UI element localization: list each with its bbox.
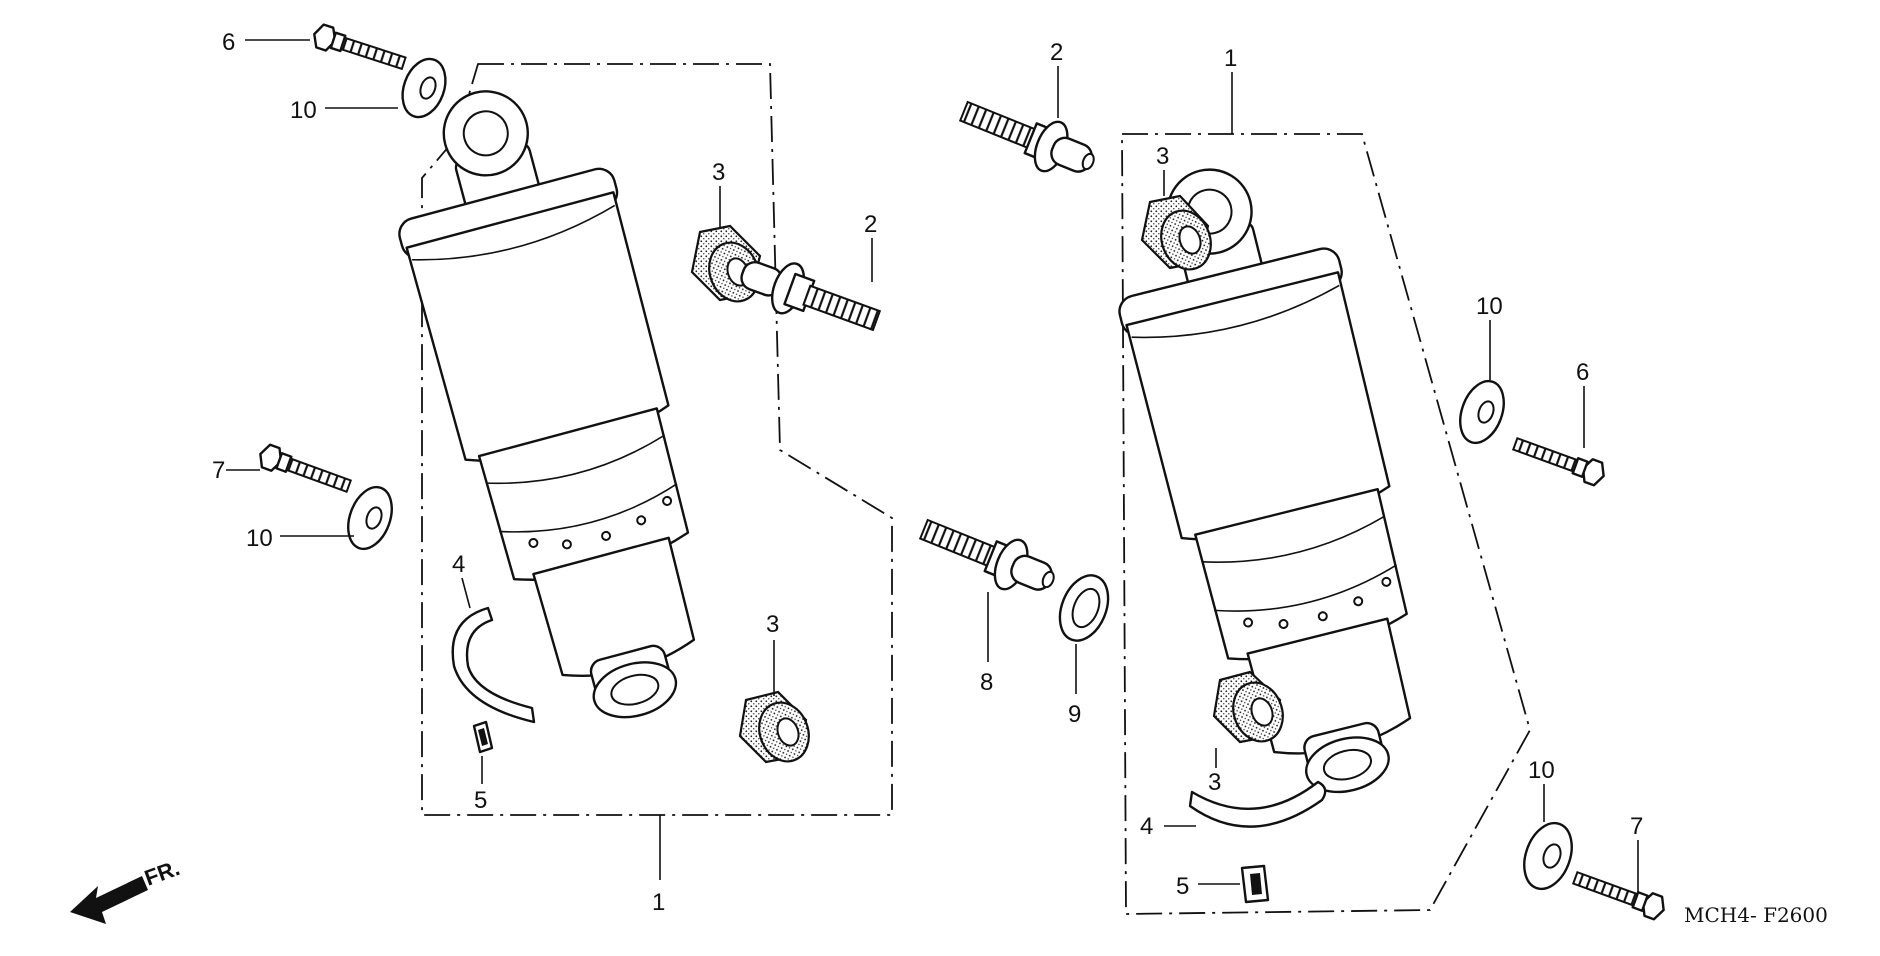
callout-left-clip: 4 [452, 551, 465, 578]
right-label [1240, 864, 1270, 904]
left-shock-assembly: 6 10 3 2 7 10 4 5 3 1 [212, 23, 893, 916]
right-shock-absorber [1118, 168, 1412, 794]
right-assembly-boundary [1121, 133, 1531, 915]
right-collar-bottom [1212, 670, 1284, 744]
left-label [472, 720, 494, 754]
right-bolt-bottom [1571, 870, 1665, 921]
callout-right-washer-bottom: 10 [1528, 757, 1555, 784]
left-collar-bottom [738, 690, 810, 764]
callout-left-bolt-top: 6 [222, 29, 235, 56]
right-washer-middle [1058, 574, 1110, 642]
left-washer-bottom [347, 485, 393, 551]
callout-left-washer-bottom: 10 [246, 525, 273, 552]
right-washer-top [1459, 379, 1505, 445]
left-clip [451, 606, 536, 724]
right-shock-assembly: 1 2 3 10 6 8 9 3 4 5 10 7 [918, 39, 1665, 921]
right-bolt-top [1511, 436, 1605, 487]
left-bolt-bottom [259, 443, 353, 494]
right-collar-top [1140, 194, 1212, 271]
right-clip [1188, 780, 1327, 828]
left-assembly-boundary [421, 63, 893, 816]
callout-right-clip: 4 [1140, 813, 1153, 840]
front-arrow-icon [70, 876, 148, 924]
callout-right-stud-middle: 8 [980, 669, 993, 696]
front-direction-label: FR. [141, 855, 183, 891]
callout-right-washer-top: 10 [1476, 293, 1503, 320]
right-washer-bottom [1523, 821, 1573, 891]
callout-left-washer-top: 10 [290, 97, 317, 124]
callout-left-bolt-bottom: 7 [212, 457, 225, 484]
left-stud-middle [740, 260, 882, 332]
callout-left-stud-middle: 2 [864, 211, 877, 238]
callout-right-label: 5 [1176, 873, 1189, 900]
callout-right-collar-bottom: 3 [1208, 769, 1221, 796]
callout-right-collar-top: 3 [1156, 143, 1169, 170]
right-stud-top [958, 100, 1095, 173]
left-washer-top [401, 57, 447, 119]
left-collar-top [690, 224, 762, 303]
callout-left-collar-bottom: 3 [766, 611, 779, 638]
callout-left-collar-top: 3 [712, 159, 725, 186]
callout-right-bolt-top: 6 [1576, 359, 1589, 386]
callout-left-unit: 1 [652, 889, 665, 916]
front-direction-indicator: FR. [70, 855, 183, 924]
right-stud-middle [918, 518, 1055, 591]
left-shock-absorber [398, 90, 696, 719]
callout-left-label: 5 [474, 787, 487, 814]
callout-right-stud-top: 2 [1050, 39, 1063, 66]
callout-right-washer-middle: 9 [1068, 701, 1081, 728]
callout-right-unit: 1 [1224, 45, 1237, 72]
callout-right-bolt-bottom: 7 [1630, 813, 1643, 840]
left-bolt-top [313, 23, 407, 71]
diagram-code: MCH4- F2600 [1684, 903, 1828, 927]
